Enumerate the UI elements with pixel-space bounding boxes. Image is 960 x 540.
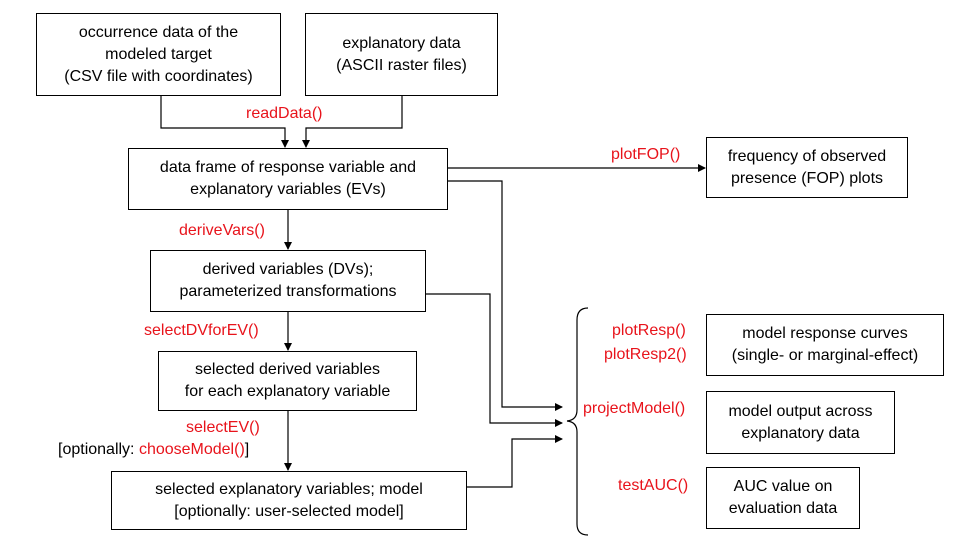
fn-chooseModel: chooseModel() bbox=[138, 441, 245, 458]
selected-explanatory-variables-box: selected explanatory variables; model [o… bbox=[111, 471, 467, 530]
selecteddv-line-2: for each explanatory variable bbox=[184, 383, 391, 400]
outputs-brace bbox=[566, 307, 589, 536]
arrow-selectedev-to-outputs bbox=[467, 435, 563, 488]
explanatory-data-box: explanatory data (ASCII raster files) bbox=[305, 13, 498, 96]
optional-choose-model-note: [optionally: chooseModel()] bbox=[58, 440, 249, 460]
output-line-1: model output across bbox=[728, 402, 873, 420]
occurrence-line-2: modeled target bbox=[105, 45, 212, 63]
optional-suffix: ] bbox=[244, 441, 250, 458]
fop-plots-box: frequency of observed presence (FOP) plo… bbox=[706, 137, 908, 198]
occurrence-data-box: occurrence data of the modeled target (C… bbox=[36, 13, 281, 96]
derived-variables-box: derived variables (DVs); parameterized t… bbox=[150, 250, 426, 312]
auc-line-2: evaluation data bbox=[728, 500, 838, 517]
auc-box: AUC value on evaluation data bbox=[706, 467, 860, 529]
selected-derived-variables-box: selected derived variables for each expl… bbox=[158, 351, 417, 411]
fn-testAUC: testAUC() bbox=[618, 477, 689, 494]
fn-projectModel: projectModel() bbox=[583, 400, 686, 417]
auc-line-1: AUC value on bbox=[733, 478, 833, 495]
response-line-2: (single- or marginal-effect) bbox=[731, 347, 919, 364]
selectedev-line-1: selected explanatory variables; model bbox=[155, 480, 423, 498]
occurrence-line-1: occurrence data of the bbox=[78, 23, 239, 41]
response-curves-box: model response curves (single- or margin… bbox=[706, 314, 944, 376]
explanatory-line-1: explanatory data bbox=[342, 34, 461, 52]
selecteddv-line-1: selected derived variables bbox=[194, 361, 380, 378]
output-line-2: explanatory data bbox=[741, 424, 860, 442]
derived-line-1: derived variables (DVs); bbox=[202, 261, 374, 278]
data-frame-box: data frame of response variable and expl… bbox=[128, 148, 448, 210]
occurrence-line-3: (CSV file with coordinates) bbox=[64, 67, 253, 85]
arrow-explanatory-to-dataframe bbox=[302, 96, 403, 148]
optional-prefix: [optionally: bbox=[58, 441, 139, 458]
fn-selectEV: selectEV() bbox=[186, 419, 260, 436]
fn-plotFOP: plotFOP() bbox=[611, 146, 681, 163]
fn-plotResp: plotResp() bbox=[612, 322, 686, 339]
fn-deriveVars: deriveVars() bbox=[179, 222, 265, 239]
derived-line-2: parameterized transformations bbox=[179, 283, 397, 300]
arrow-dataframe-to-outputs bbox=[448, 180, 563, 411]
explanatory-line-2: (ASCII raster files) bbox=[336, 56, 467, 74]
selectedev-line-2: [optionally: user-selected model] bbox=[174, 502, 404, 520]
model-output-box: model output across explanatory data bbox=[706, 391, 895, 454]
fop-line-1: frequency of observed bbox=[727, 147, 887, 165]
fn-readData: readData() bbox=[246, 105, 323, 122]
arrow-derived-to-outputs bbox=[426, 293, 563, 427]
arrow-occurrence-to-dataframe bbox=[160, 96, 289, 148]
dataframe-line-1: data frame of response variable and bbox=[159, 159, 417, 176]
fn-plotResp2: plotResp2() bbox=[604, 346, 687, 363]
response-line-1: model response curves bbox=[742, 325, 908, 342]
dataframe-line-2: explanatory variables (EVs) bbox=[190, 181, 386, 198]
fn-selectDVforEV: selectDVforEV() bbox=[144, 322, 259, 339]
fop-line-2: presence (FOP) plots bbox=[730, 169, 884, 187]
